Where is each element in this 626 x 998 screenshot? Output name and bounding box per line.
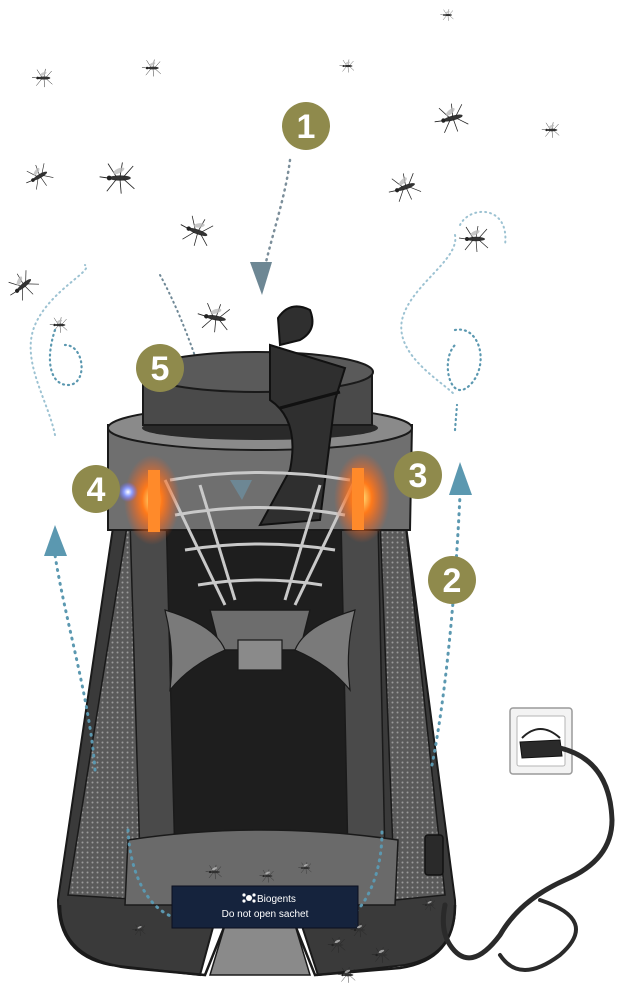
badge-2: 2 [428, 556, 476, 604]
svg-text:4: 4 [87, 471, 106, 509]
svg-text:1: 1 [297, 108, 316, 146]
mosquito-icon [440, 9, 453, 21]
arrow-down-icon [250, 262, 272, 295]
svg-text:5: 5 [151, 350, 170, 388]
mosquito-icon [50, 317, 67, 333]
power-plug-icon [520, 740, 562, 758]
mosquito-icon [3, 267, 42, 306]
mosquito-icon [21, 160, 55, 193]
mosquito-icon [195, 301, 231, 335]
badge-1: 1 [282, 102, 330, 150]
sachet-note: Do not open sachet [222, 909, 309, 920]
badge-4: 4 [72, 465, 120, 513]
attractant-sachet: Biogents Do not open sachet [172, 886, 358, 928]
mosquito-icon [459, 226, 488, 252]
mosquito-icon [431, 101, 469, 137]
badge-3: 3 [394, 451, 442, 499]
mosquito-icon [176, 212, 216, 250]
power-supply [443, 708, 612, 970]
mosquito-icon [142, 60, 161, 77]
svg-text:2: 2 [443, 562, 462, 600]
arrow-up-icon [449, 462, 472, 495]
mosquito-icon [100, 162, 135, 193]
mosquito-icon [542, 122, 559, 138]
svg-text:3: 3 [409, 457, 428, 495]
uv-light-icon [118, 482, 138, 502]
mosquito-swarm [3, 9, 560, 334]
mosquito-icon [340, 60, 355, 73]
power-cable [443, 748, 612, 958]
mosquito-icon [32, 69, 52, 87]
mosquito-icon [385, 170, 423, 206]
badge-5: 5 [136, 344, 184, 392]
sachet-brand: Biogents [257, 894, 296, 905]
arrow-up-icon [44, 525, 67, 556]
